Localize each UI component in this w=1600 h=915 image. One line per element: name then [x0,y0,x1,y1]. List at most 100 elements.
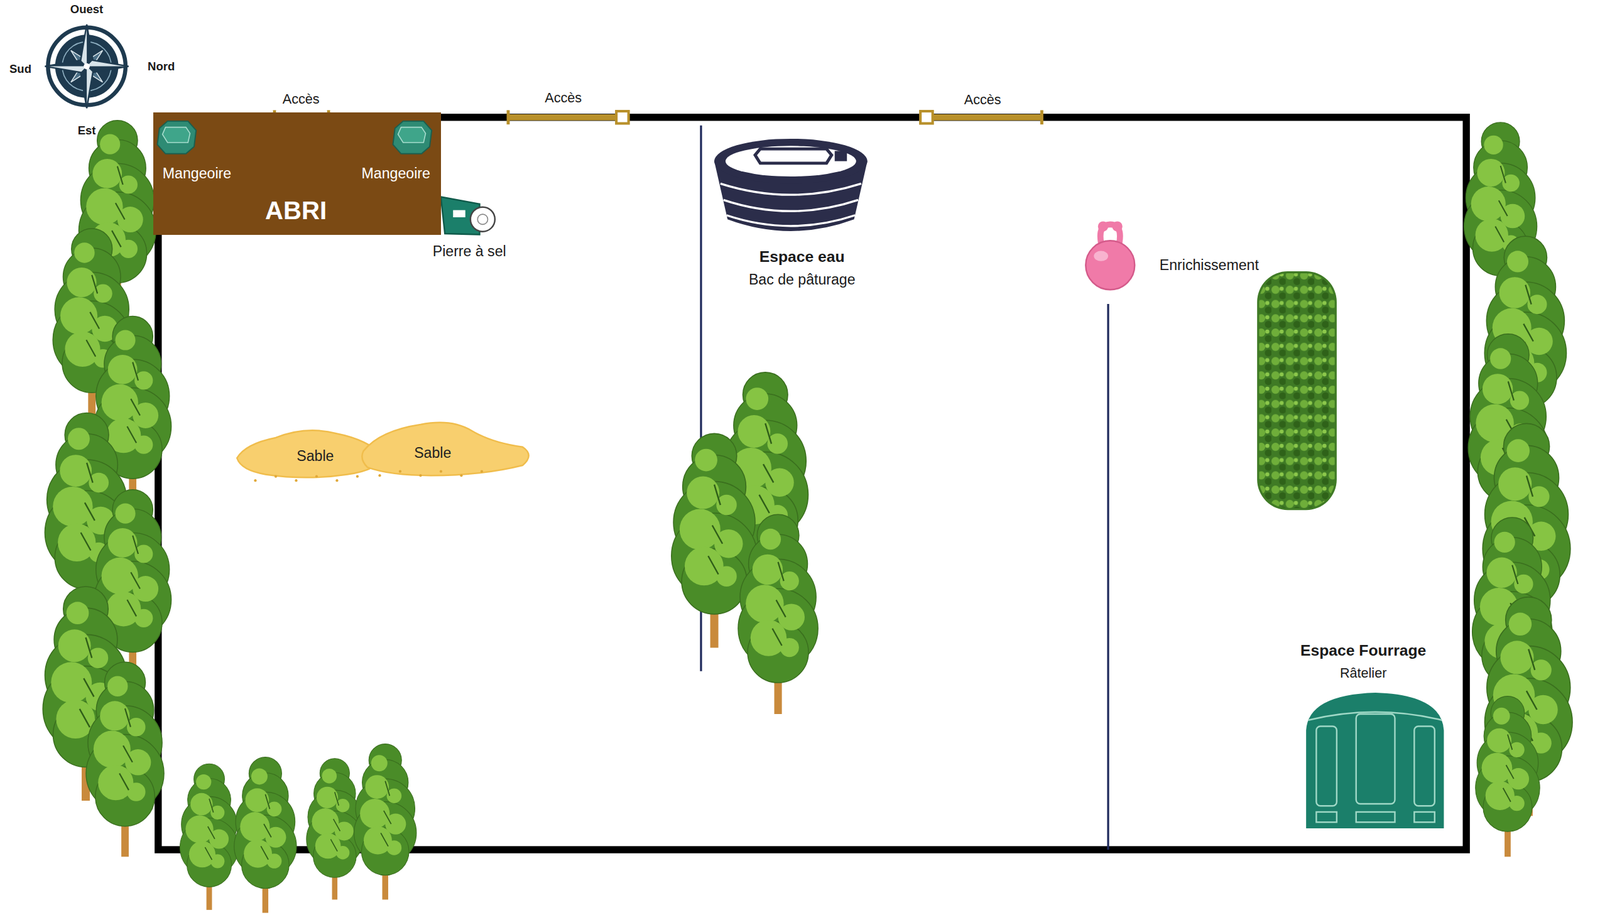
sand-pile: Sable [359,416,533,484]
hay-rack-part [1306,692,1444,829]
enrichment-ball-part [1098,221,1109,232]
access-gate-part [920,111,933,124]
node-text: Sable [413,444,452,462]
divider-tape-part [1106,304,1109,850]
water-trough-part [834,150,847,161]
tree-row-part [354,744,417,901]
sand-grains [253,474,359,482]
access-gate-part [506,114,617,121]
tree-cluster [671,372,818,715]
water-trough-part [723,199,859,212]
compass-label: Nord [147,59,175,73]
water-trough-part [725,145,857,177]
tree-row-part [180,763,239,911]
compass-rose-part [83,63,90,70]
sand-grain [294,479,298,482]
enrichment-ball-part [1085,240,1135,290]
shelter-box: ABRI Mangeoire Mangeoire [153,112,441,235]
zone-subtitle: Bac de pâturage [748,271,856,289]
enrichment-label: Enrichissement [1159,256,1259,274]
gate-label: Accès [544,90,582,107]
node-text: Mangeoire [361,165,431,183]
compass-label: Ouest [70,2,104,16]
feeder-bowl [162,127,190,143]
sand-grain [480,469,484,473]
zone-title: Espace eau [759,248,845,266]
access-gate-part [506,109,511,125]
feeder-bowl [397,127,426,143]
zone-title: Espace Fourrage [1300,642,1426,660]
gate-label: Accès [964,92,1002,109]
feeder-body [392,121,432,154]
tree-row [42,120,171,858]
water-trough-part [726,215,856,227]
hay-rack-part [1316,812,1337,823]
hedge-part [1257,271,1337,511]
water-trough-part [720,183,862,195]
zone-subtitle: Râtelier [1339,665,1387,682]
water-trough [714,138,868,232]
hay-rack-part [1414,812,1435,823]
enrichment-ball [1085,221,1135,290]
tree-row-part [86,662,164,857]
salt-lick-label: Pierre à sel [432,242,507,260]
sand-grains [378,469,484,477]
divider-tape [701,125,1109,850]
compass-rose-part [45,24,129,109]
compass-rose-part [86,24,93,67]
sand-grain [335,479,338,482]
water-trough-part [714,138,868,184]
tree-row [1464,122,1573,857]
compass-rose-part [45,60,88,67]
sand-grain [355,474,359,478]
feeder-drawing [153,118,198,158]
salt-lick [440,196,496,235]
node-text: Sable [296,447,334,465]
compass-label: Est [77,123,97,137]
sand-grain [314,474,318,478]
salt-lick-part [477,214,488,225]
tree-row-part [1475,696,1540,858]
access-gate-part [616,111,629,124]
sand-grain [459,474,463,477]
sand-grain [398,469,402,473]
tree-cluster-part [738,514,818,715]
feeder-icon: Mangeoire [351,114,440,188]
hay-rack-part [1414,726,1435,807]
water-trough-part [755,148,832,164]
compass-rose [45,24,129,109]
hay-rack-part [1316,726,1337,807]
hedge-part [1258,273,1335,509]
sand-grain [439,469,443,473]
salt-lick-part [452,210,465,218]
sand-grain [419,474,422,477]
enrichment-ball-part [1093,251,1109,262]
compass-rose-part [86,66,129,73]
enrichment-ball-part [1112,221,1123,232]
tree-row-part [234,757,297,914]
hay-rack-part [1356,812,1396,823]
tree-row [180,744,417,914]
hay-rack-part [1356,714,1396,805]
compass-rose-part [80,66,87,109]
gate-label: Accès [282,91,320,107]
feeder-body [157,121,196,154]
feeder-icon: Mangeoire [153,114,242,188]
sand-grain [378,474,381,477]
node-text: Mangeoire [162,165,232,183]
compass-label: Sud [9,62,32,77]
sand-grain [253,479,257,482]
access-gate-part [932,114,1043,121]
access-gate-part [1040,109,1044,125]
salt-lick-part [470,207,496,232]
hedge [1257,271,1337,511]
hay-rack [1306,692,1444,829]
sand-fill [361,422,529,475]
hay-rack-part [1307,712,1442,823]
feeder-drawing [388,118,434,158]
sand-grain [273,474,277,478]
node-text: ABRI [265,196,327,226]
water-trough-part [720,183,862,226]
hay-rack-part [1307,712,1442,721]
